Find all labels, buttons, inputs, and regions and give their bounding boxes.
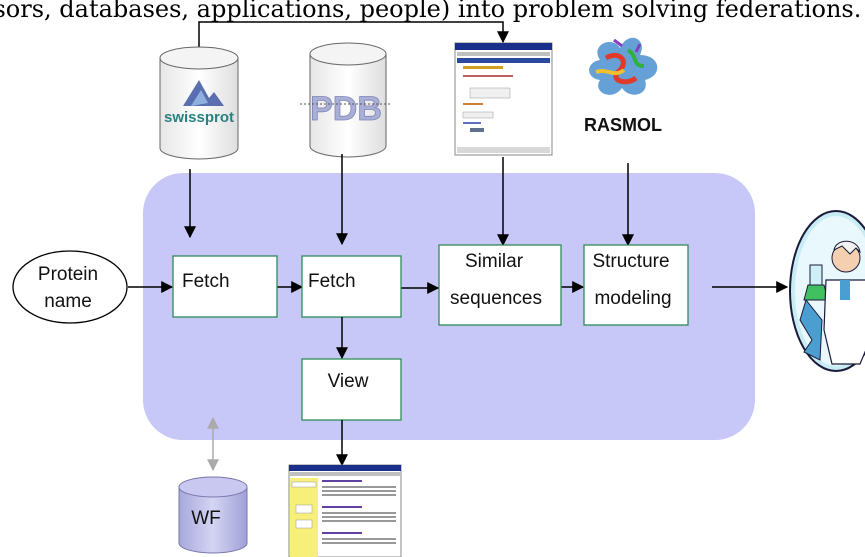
view-box bbox=[301, 358, 402, 421]
pdb-logo-text: PDB bbox=[310, 90, 382, 128]
rasmol-molecule-icon bbox=[589, 37, 658, 95]
structure-label-line2: modeling bbox=[594, 288, 671, 309]
wf-label: WF bbox=[191, 508, 221, 529]
similar-label-line2: sequences bbox=[450, 288, 542, 309]
structure-modeling-box bbox=[583, 244, 689, 326]
rasmol-label: RASMOL bbox=[584, 115, 662, 135]
scientist-icon bbox=[789, 210, 865, 372]
swissprot-to-webpage-connector bbox=[198, 21, 509, 50]
view-box-label: View bbox=[328, 371, 369, 392]
fetch-box-1 bbox=[172, 255, 278, 318]
similar-label-line1: Similar bbox=[465, 251, 524, 272]
webpage-screenshot-top bbox=[454, 42, 553, 156]
pdb-database: PDB bbox=[300, 42, 392, 158]
protein-name-input: Protein name bbox=[12, 250, 128, 324]
similar-sequences-box bbox=[438, 244, 562, 326]
swissprot-database: swissprot bbox=[159, 46, 239, 160]
structure-label-line1: Structure bbox=[592, 251, 669, 272]
protein-name-line1: Protein bbox=[38, 264, 98, 285]
fetch-box-2 bbox=[301, 255, 402, 318]
webpage-screenshot-bottom bbox=[288, 464, 402, 557]
fetch-box-1-label: Fetch bbox=[182, 271, 230, 292]
caption-text: nsors, databases, applications, people) … bbox=[0, 0, 862, 23]
swissprot-logo-text: swissprot bbox=[164, 109, 234, 126]
swissprot-logo-icon bbox=[183, 80, 224, 106]
fetch-box-2-label: Fetch bbox=[308, 271, 356, 292]
protein-name-line2: name bbox=[44, 291, 92, 312]
wf-database: WF bbox=[178, 476, 248, 554]
